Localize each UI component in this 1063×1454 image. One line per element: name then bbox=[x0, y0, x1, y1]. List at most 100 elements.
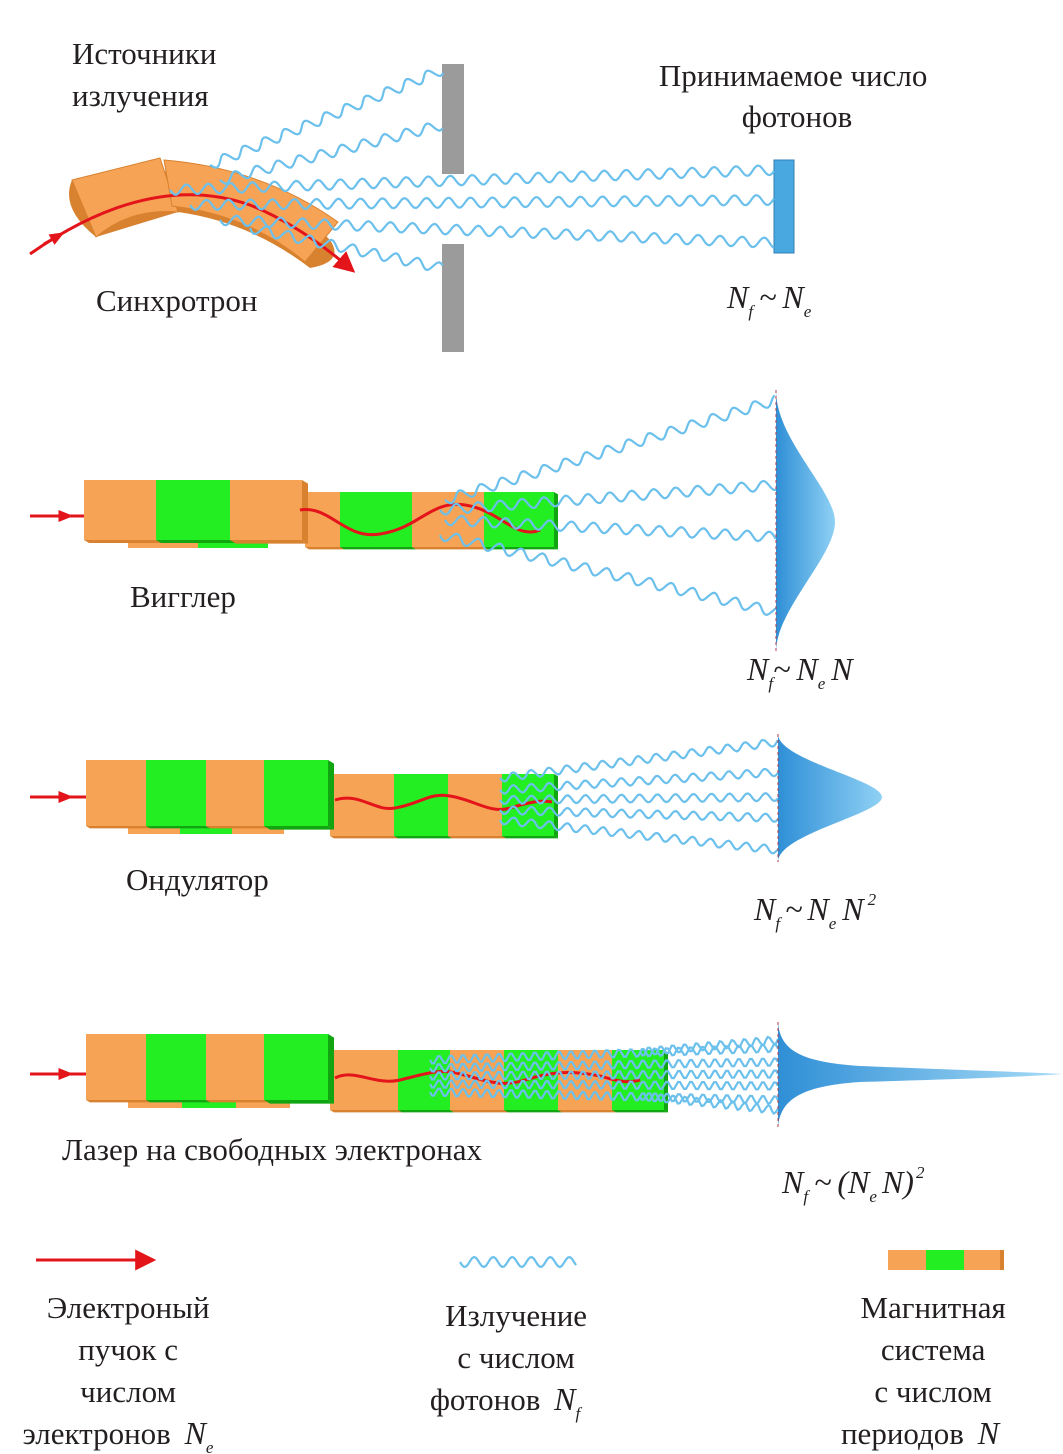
magnet-block-bottom bbox=[84, 540, 161, 543]
magnet-block-bottom bbox=[412, 547, 488, 550]
magnet-block-side bbox=[302, 480, 308, 544]
slit-upper bbox=[442, 64, 464, 174]
magnet-block bbox=[502, 774, 554, 836]
synchrotron-label: Синхротрон bbox=[96, 283, 257, 318]
legend-radiation-text: Излучение с числом фотонов Nf bbox=[430, 1298, 595, 1423]
magnet-block-bottom bbox=[86, 826, 150, 829]
magnet-block-bottom bbox=[264, 1100, 334, 1104]
photon-wave bbox=[439, 479, 777, 516]
magnet-block-bottom bbox=[502, 836, 558, 839]
photon-wave bbox=[209, 69, 445, 169]
photon-wave bbox=[189, 194, 775, 212]
synchrotron-photon-waves bbox=[169, 69, 775, 272]
detector-plate bbox=[773, 159, 795, 254]
magnet-block-bottom bbox=[156, 540, 235, 543]
magnet-block-bottom bbox=[264, 826, 334, 830]
photon-wave bbox=[499, 792, 779, 806]
magnet-block bbox=[206, 1034, 264, 1100]
photon-wave bbox=[169, 164, 775, 196]
photon-wave bbox=[429, 1043, 779, 1065]
wiggler-photon-waves bbox=[438, 394, 778, 616]
photon-wave bbox=[638, 1092, 780, 1115]
magnet-block bbox=[558, 1050, 612, 1110]
fel-photon-waves bbox=[429, 1035, 780, 1115]
photon-wave bbox=[248, 225, 444, 272]
magnet-block bbox=[264, 1034, 328, 1100]
magnet-block bbox=[84, 480, 156, 540]
magnet-block-side bbox=[328, 1034, 334, 1104]
magnet-block-bottom bbox=[206, 1100, 268, 1103]
magnet-block bbox=[448, 774, 502, 836]
undulator-magnet-array bbox=[86, 760, 558, 839]
wiggler-magnet-array bbox=[84, 480, 558, 550]
magnet-block-bottom bbox=[558, 1110, 616, 1113]
undulator-photon-waves bbox=[499, 738, 779, 855]
magnet-block-bottom bbox=[504, 1110, 562, 1113]
photon-wave bbox=[499, 816, 779, 855]
magnet-block-bottom bbox=[146, 826, 210, 829]
photon-wave bbox=[444, 514, 777, 543]
magnet-block bbox=[182, 1100, 236, 1108]
photon-wave bbox=[499, 768, 779, 795]
magnet-block bbox=[86, 1034, 146, 1100]
fel-spectrum bbox=[778, 1022, 1063, 1128]
magnet-block-bottom bbox=[450, 1110, 508, 1113]
magnet-block bbox=[232, 826, 284, 834]
fel-electron-path bbox=[334, 1070, 641, 1085]
magnet-block-side bbox=[554, 492, 558, 550]
magnet-block bbox=[86, 760, 146, 826]
photon-wave bbox=[219, 122, 444, 185]
photon-wave bbox=[429, 1079, 779, 1091]
photon-wave bbox=[499, 805, 779, 823]
magnet-block-bottom bbox=[340, 547, 416, 550]
magnet-block bbox=[198, 540, 268, 548]
magnet-block-bottom bbox=[230, 540, 308, 544]
formula-synchrotron: Nf~Ne bbox=[726, 279, 812, 321]
photon-wave bbox=[219, 214, 775, 249]
magnet-block bbox=[206, 760, 264, 826]
magnet-block-bottom bbox=[330, 836, 398, 839]
fel-label: Лазер на свободных электронах bbox=[62, 1132, 483, 1167]
undulator-label: Ондулятор bbox=[126, 862, 269, 897]
legend-magnet-sample bbox=[888, 1250, 1004, 1270]
magnet-block-bottom bbox=[612, 1110, 668, 1113]
legend-magnet-text: Магнитная система с числом периодов N bbox=[841, 1290, 1014, 1451]
magnet-block-bottom bbox=[86, 1100, 150, 1103]
magnet-block-bottom bbox=[305, 547, 344, 550]
synchrotron-section: Источники излучения Принимаемое число фо… bbox=[29, 36, 927, 352]
wiggler-electron-path bbox=[299, 502, 541, 537]
magnet-block bbox=[340, 492, 412, 547]
magnet-block bbox=[128, 826, 180, 834]
bending-magnet bbox=[69, 157, 339, 268]
magnet-block bbox=[156, 480, 230, 540]
photon-wave bbox=[429, 1069, 779, 1081]
magnet-block-bottom bbox=[330, 1110, 402, 1113]
magnet-block-side bbox=[328, 760, 334, 830]
magnet-block bbox=[146, 760, 206, 826]
magnet-block-bottom bbox=[394, 836, 452, 839]
photon-wave bbox=[499, 738, 779, 783]
magnet-block bbox=[146, 1034, 206, 1100]
magnet-block bbox=[330, 774, 394, 836]
photon-wave bbox=[429, 1057, 779, 1073]
magnet-block-bottom bbox=[146, 1100, 210, 1103]
wiggler-label: Вигглер bbox=[130, 579, 236, 614]
photon-wave bbox=[438, 532, 778, 616]
magnet-block-bottom bbox=[398, 1110, 454, 1113]
magnet-block bbox=[180, 826, 232, 834]
magnet-block bbox=[128, 540, 198, 548]
legend-wave bbox=[459, 1255, 577, 1269]
magnet-block bbox=[128, 1100, 182, 1108]
legend: Электроный пучок с числом электронов Ne … bbox=[23, 1249, 1014, 1454]
slit-lower bbox=[442, 244, 464, 352]
photon-wave bbox=[639, 1035, 779, 1057]
photon-wave bbox=[444, 394, 776, 505]
wiggler-spectrum bbox=[776, 390, 835, 652]
